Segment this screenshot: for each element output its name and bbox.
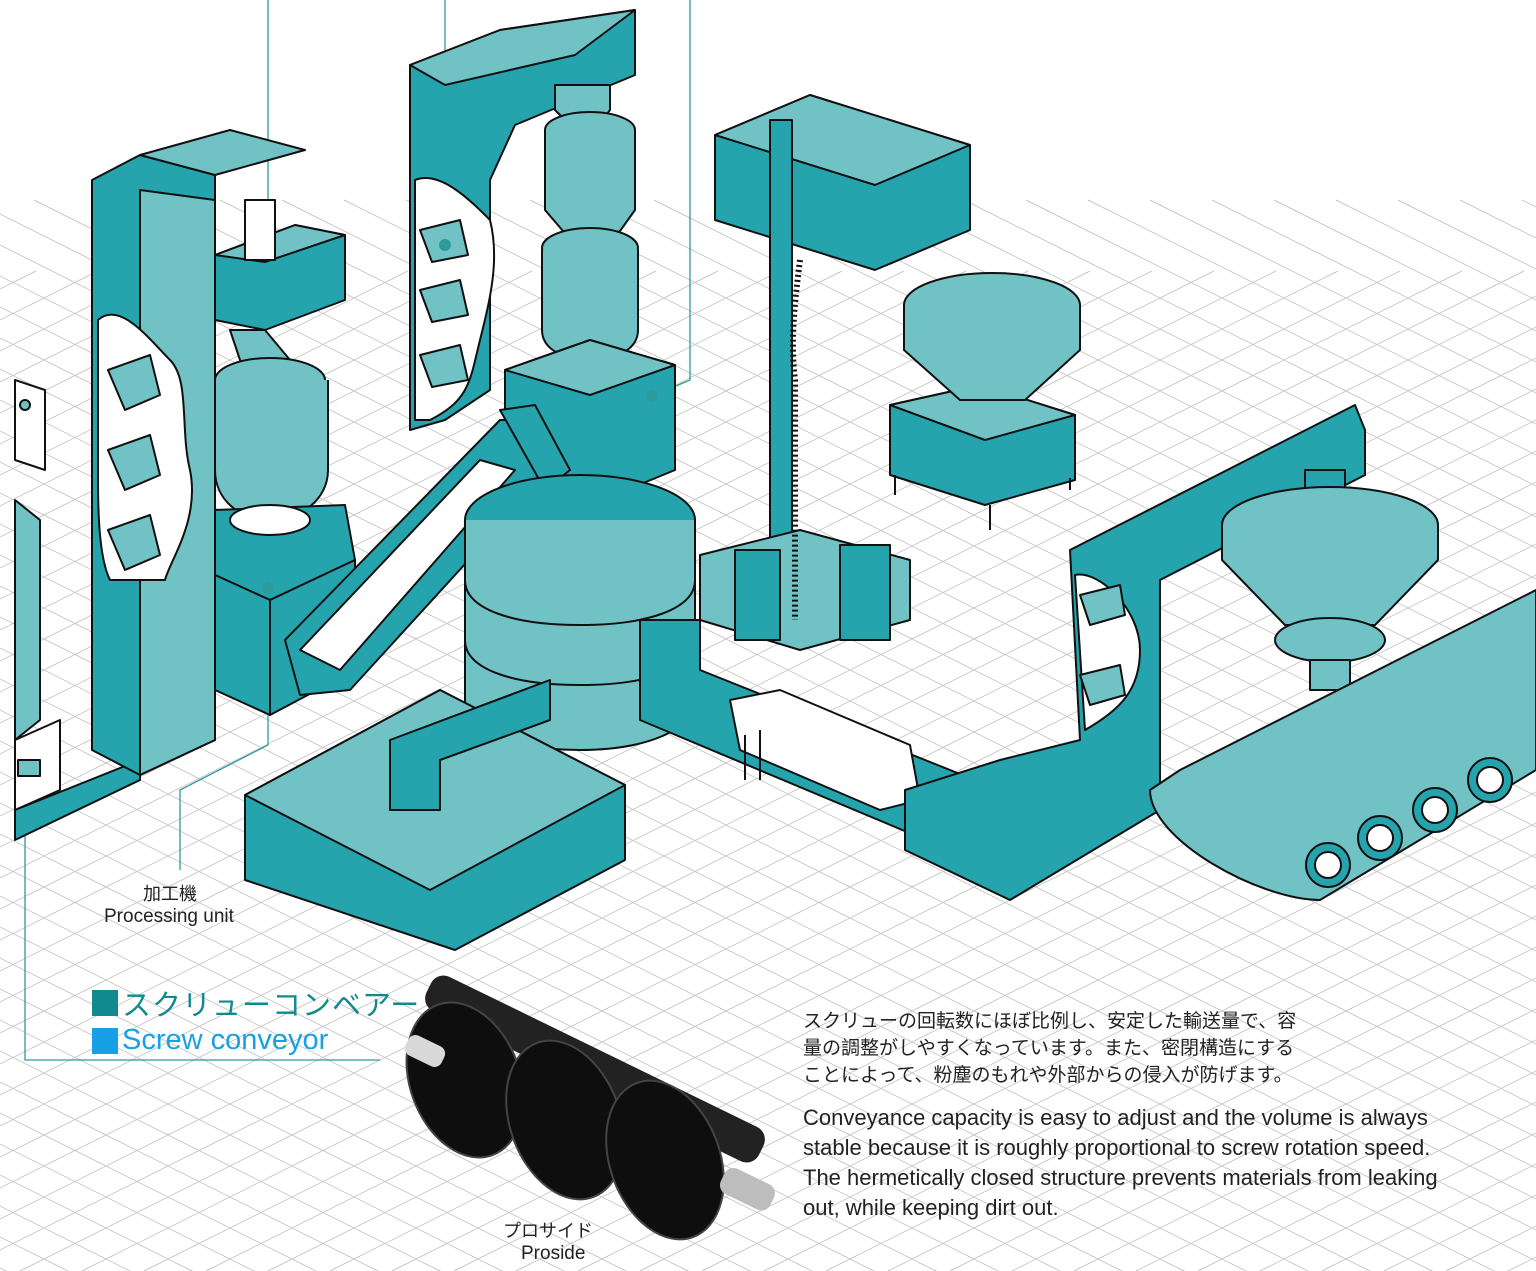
title-en: Screw conveyor <box>122 1024 329 1056</box>
square-icon <box>92 990 118 1016</box>
proside-label-jp: プロサイド <box>503 1221 593 1242</box>
bucket-elevator-left <box>91 129 306 776</box>
inclined-screw-conveyor <box>284 404 571 696</box>
hopper-right <box>1221 469 1439 691</box>
section-title: スクリューコンベアー Screw conveyor <box>92 982 420 1057</box>
belt-conveyor <box>1149 589 1536 901</box>
bucket-elevator-center <box>409 9 636 431</box>
square-icon <box>92 1027 118 1054</box>
description-en: Conveyance capacity is easy to adjust an… <box>803 1105 1438 1220</box>
proside-label-en: Proside <box>521 1243 586 1264</box>
title-jp: スクリューコンベアー <box>122 988 421 1022</box>
processing-unit-label-en: Processing unit <box>104 906 234 927</box>
vertical-screw-hopper <box>699 94 971 651</box>
small-hopper-table <box>889 272 1081 530</box>
processing-unit-label-jp: 加工機 <box>143 884 197 905</box>
left-edge-machine <box>14 379 141 841</box>
base-block <box>244 679 626 951</box>
screw-auger-icon <box>404 975 775 1241</box>
processing-unit-center <box>504 84 676 506</box>
description-jp: スクリューの回転数にほぼ比例し、安定した輸送量で、容 量の調整がしやすくなってい… <box>803 1010 1297 1086</box>
